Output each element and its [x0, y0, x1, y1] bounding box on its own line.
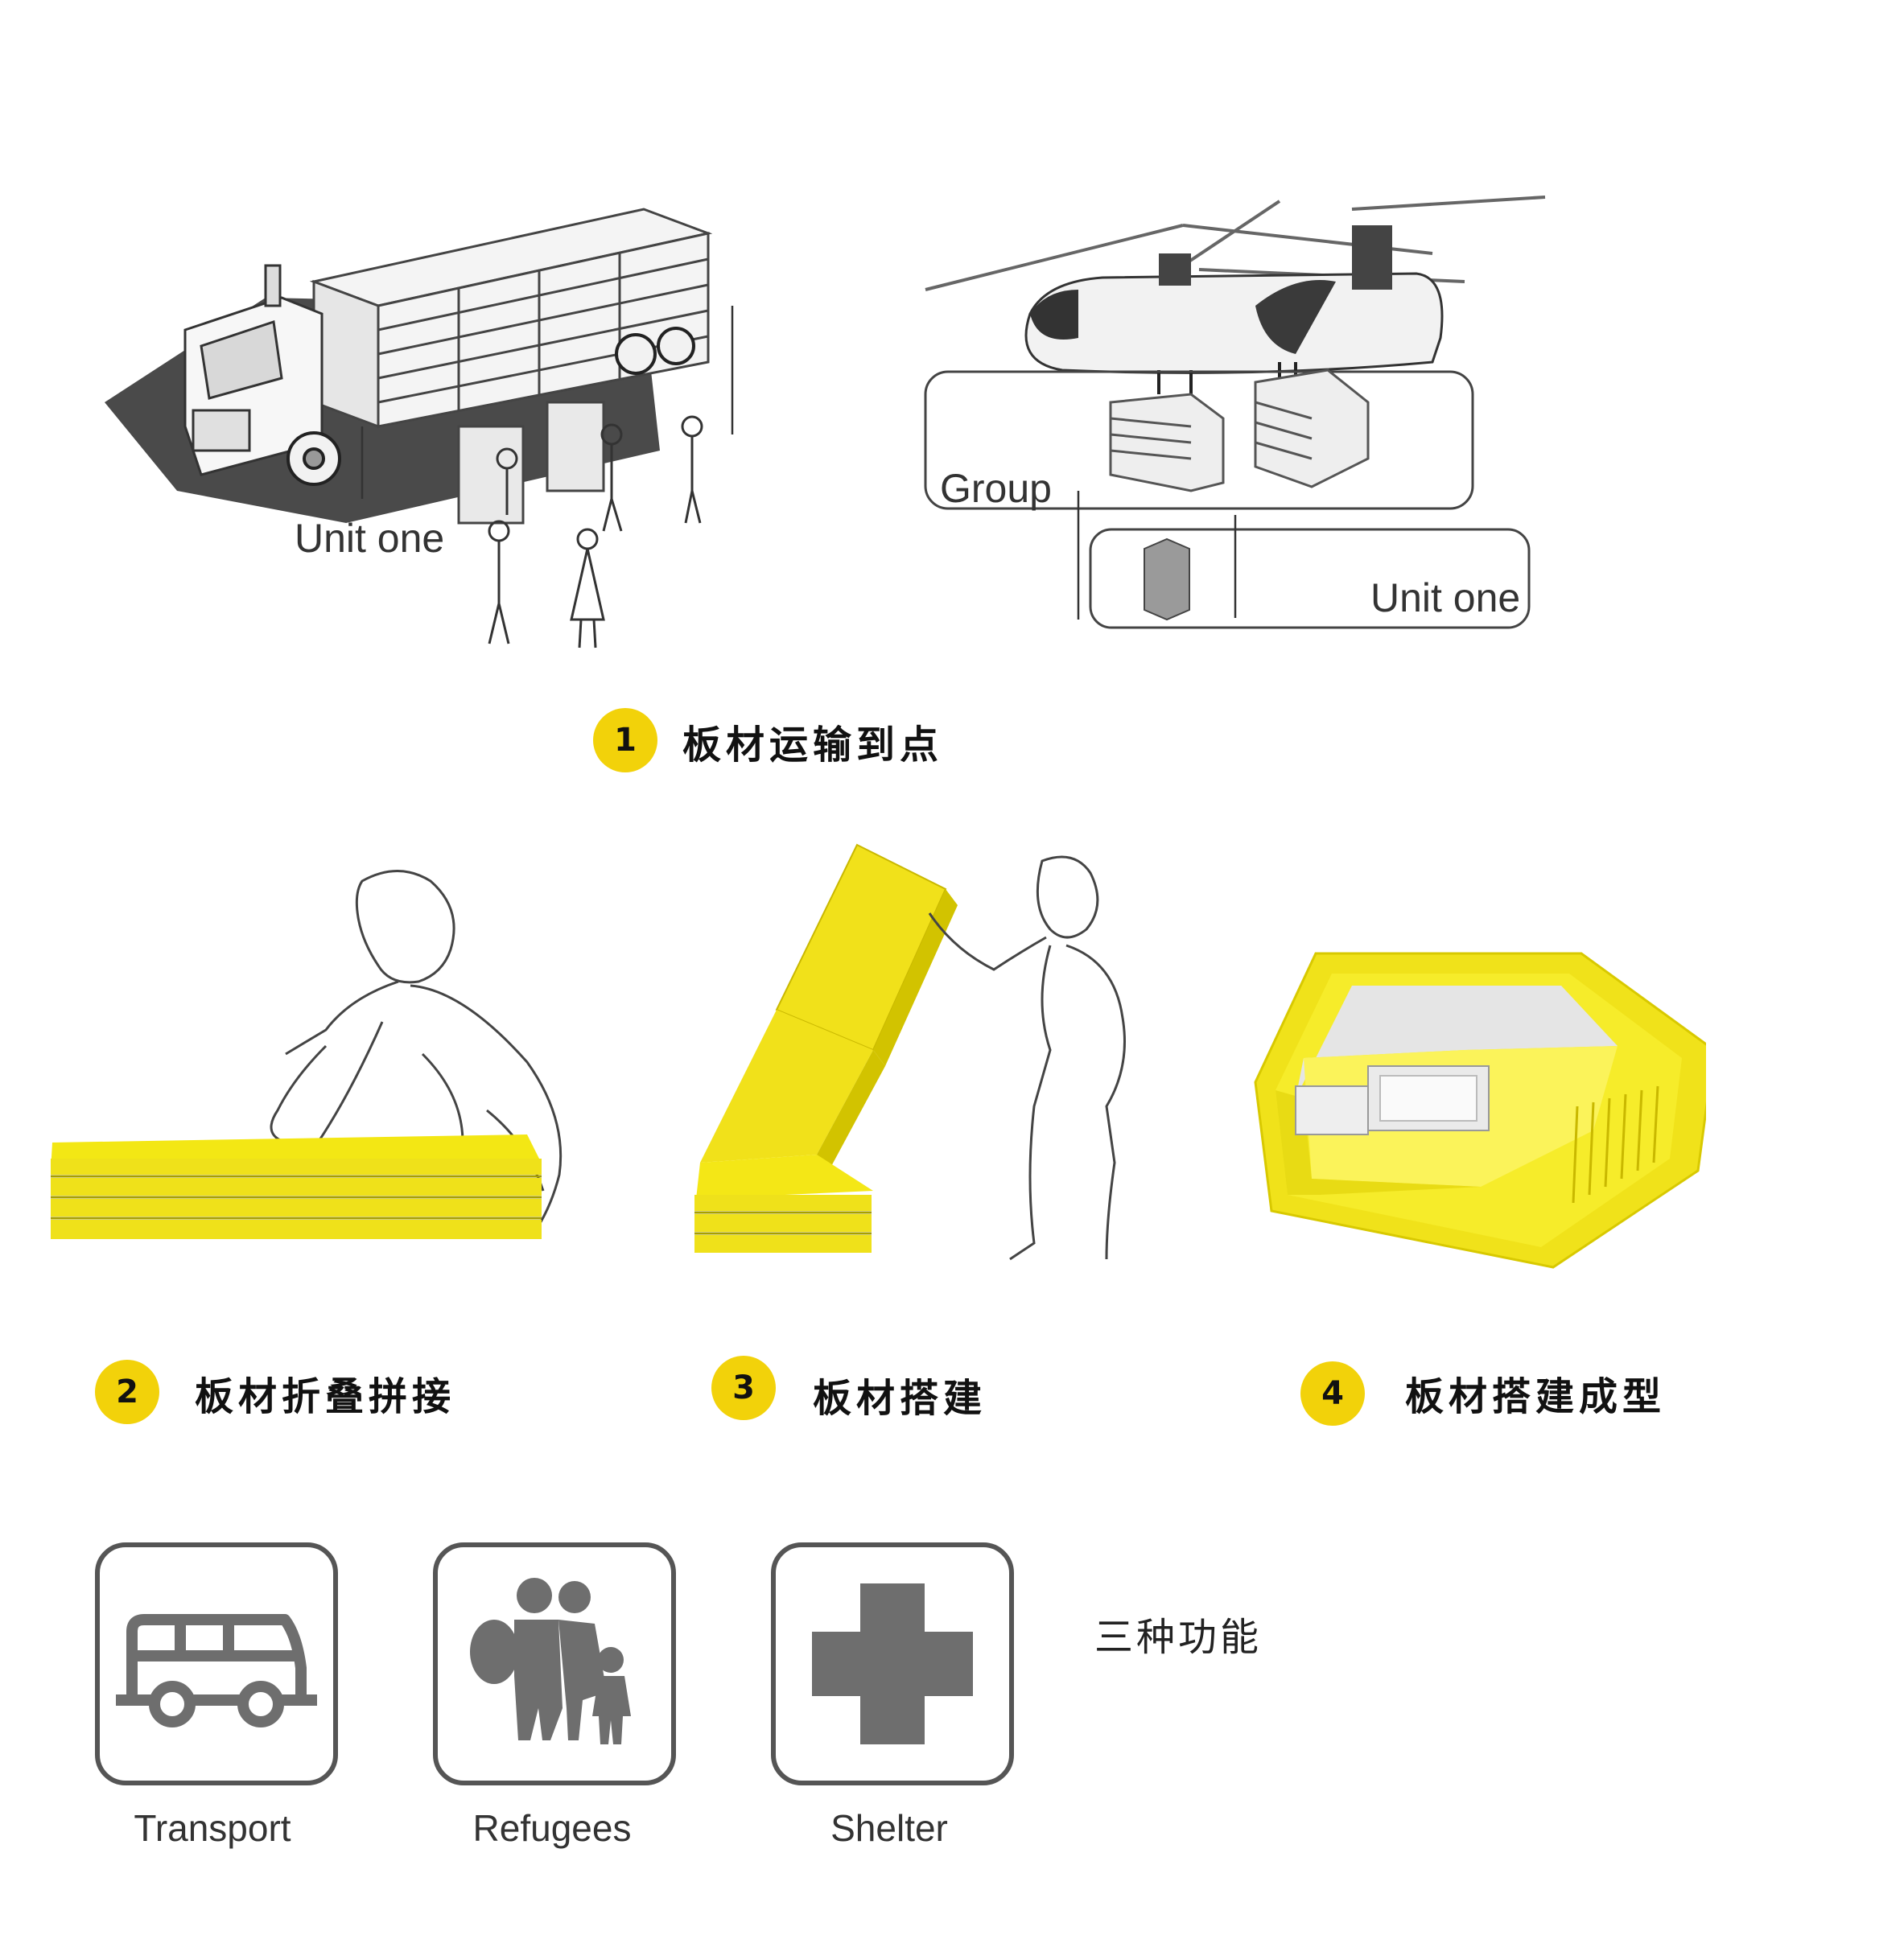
truck-illustration: [105, 208, 734, 649]
step-3-label: 板材搭建: [813, 1376, 987, 1421]
heli-group-label: Group: [940, 466, 1052, 511]
step-2-badge: 2: [95, 1360, 159, 1424]
step-1-label: 板材运输到点: [682, 723, 944, 768]
step-4-badge: 4: [1300, 1361, 1365, 1426]
refugees-caption: Refugees: [472, 1807, 632, 1849]
truck-unit-label: Unit one: [295, 516, 445, 561]
shelter-card: [771, 1542, 1014, 1785]
fold-panels-illustration: [51, 870, 563, 1239]
refugees-card: [433, 1542, 676, 1785]
functions-title: 三种功能: [1094, 1615, 1263, 1660]
step-1-badge: 1: [593, 708, 657, 772]
medical-cross-icon: [812, 1583, 973, 1744]
step-4-label: 板材搭建成型: [1405, 1374, 1667, 1419]
van-icon: [116, 1614, 317, 1727]
helicopter-illustration: [924, 196, 1546, 629]
shelter-caption: Shelter: [830, 1807, 948, 1849]
family-icon: [470, 1578, 631, 1744]
build-panels-illustration: [694, 843, 1126, 1261]
step-3-badge: 3: [711, 1356, 776, 1420]
heli-unit-label: Unit one: [1370, 575, 1521, 620]
shelter-illustration: [1254, 952, 1706, 1269]
step-2-label: 板材折叠拼接: [195, 1374, 456, 1419]
transport-card: [95, 1542, 338, 1785]
transport-caption: Transport: [134, 1807, 291, 1849]
